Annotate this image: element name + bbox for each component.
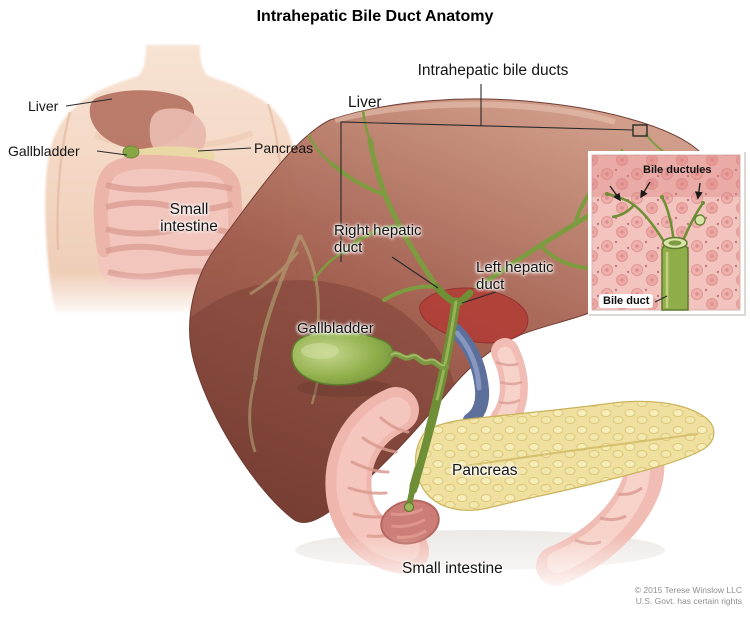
copyright-credit: © 2015 Terese Winslow LLC U.S. Govt. has…: [635, 585, 742, 607]
torso-label-liver: Liver: [28, 98, 59, 114]
torso-label-pancreas: Pancreas: [254, 140, 314, 156]
zoom-marker-square: [632, 124, 648, 137]
label-intrahepatic-bile-ducts: Intrahepatic bile ducts: [417, 62, 569, 79]
label-right-hepatic-duct: Right hepatic duct: [334, 222, 422, 256]
torso-gallbladder-shape: [122, 145, 140, 159]
papilla: [403, 501, 415, 513]
credit-line-2: U.S. Govt. has certain rights: [635, 596, 742, 607]
magnified-inset-box: [588, 151, 746, 316]
page-title: Intrahepatic Bile Duct Anatomy: [256, 8, 494, 25]
leader-lines: [65, 84, 668, 304]
torso-label-gallbladder: Gallbladder: [8, 143, 80, 159]
bracket-line: [340, 121, 634, 262]
upper-intestine-tube: [490, 338, 528, 434]
pancreas-shape: [414, 400, 715, 511]
label-gallbladder: Gallbladder: [297, 320, 374, 337]
inset-arrows: [609, 181, 703, 202]
label-small-intestine: Small intestine: [402, 560, 503, 577]
label-liver: Liver: [348, 94, 382, 111]
hepatic-veins: [248, 234, 322, 453]
cystic-duct-shape: [387, 351, 449, 370]
label-pancreas: Pancreas: [452, 462, 518, 479]
label-left-hepatic-duct: Left hepatic duct: [476, 259, 554, 293]
torso-intestines-shape: [93, 154, 243, 290]
inset-label-bile-ductules: Bile ductules: [643, 164, 712, 176]
credit-line-1: © 2015 Terese Winslow LLC: [634, 585, 742, 595]
inset-label-bile-duct: Bile duct: [599, 294, 654, 309]
torso-label-small-intestine: Small intestine: [160, 201, 218, 236]
